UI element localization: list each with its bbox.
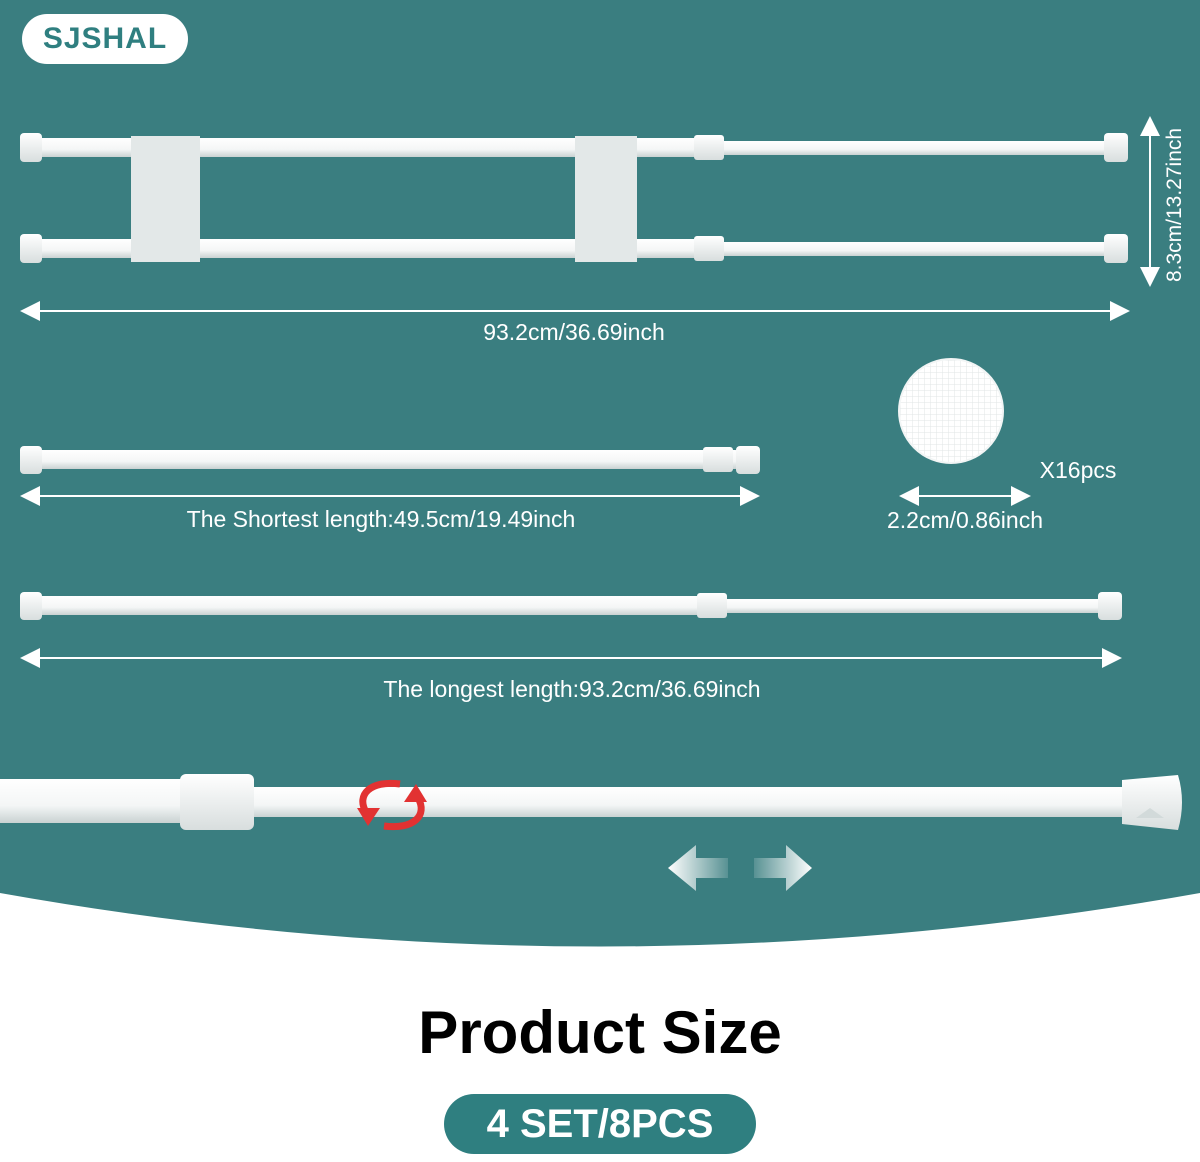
closeup-rod: [0, 774, 1182, 830]
pad-diameter-label: 2.2cm/0.86inch: [887, 507, 1043, 533]
closeup-end-cap-notch: [1136, 808, 1164, 818]
right-arrow-icon: [754, 845, 812, 891]
closeup-rod-sleeve: [180, 774, 254, 830]
bottom-rod-inner: [700, 242, 1120, 256]
top-rod-sleeve: [694, 135, 724, 160]
shortest-rod-left-cap: [20, 446, 42, 474]
shortest-rod: [20, 446, 760, 474]
longest-rod-right-cap: [1098, 592, 1122, 620]
double-rod-length-label: 93.2cm/36.69inch: [483, 319, 665, 345]
double-rod-height-label: 8.3cm/13.27inch: [1163, 128, 1186, 282]
bottom-rod-right-cap: [1104, 234, 1128, 263]
longest-rod-left-cap: [20, 592, 42, 620]
top-rod-inner: [700, 141, 1120, 155]
adhesive-pad-icon: [898, 358, 1004, 464]
longest-rod-inner: [712, 599, 1112, 613]
page-title: Product Size: [418, 999, 782, 1066]
bottom-rod-left-cap: [20, 234, 42, 263]
shortest-rod-body: [24, 450, 744, 469]
closeup-rod-inner: [240, 787, 1140, 817]
teal-background: [0, 0, 1200, 947]
shortest-rod-sleeve: [703, 447, 733, 472]
closeup-rod-outer: [0, 779, 200, 823]
bottom-rod-sleeve: [694, 236, 724, 261]
connector-bracket-right: [575, 136, 637, 262]
shortest-length-label: The Shortest length:49.5cm/19.49inch: [187, 506, 576, 532]
double-rod-set: [20, 133, 1128, 263]
shortest-rod-right-cap: [736, 446, 760, 474]
longest-rod-outer: [24, 596, 714, 615]
connector-bracket-left: [131, 136, 200, 262]
pack-quantity-badge: 4 SET/8PCS: [444, 1094, 756, 1154]
top-rod-left-cap: [20, 133, 42, 162]
longest-rod: [20, 592, 1122, 620]
pad-quantity-label: X16pcs: [1040, 457, 1117, 483]
longest-rod-sleeve: [697, 593, 727, 618]
top-rod-right-cap: [1104, 133, 1128, 162]
rotate-arrows-icon: [357, 779, 427, 831]
brand-badge: SJSHAL: [22, 14, 188, 64]
longest-length-label: The longest length:93.2cm/36.69inch: [383, 676, 760, 702]
left-arrow-icon: [668, 845, 728, 891]
closeup-rod-end-cap: [1122, 775, 1182, 830]
